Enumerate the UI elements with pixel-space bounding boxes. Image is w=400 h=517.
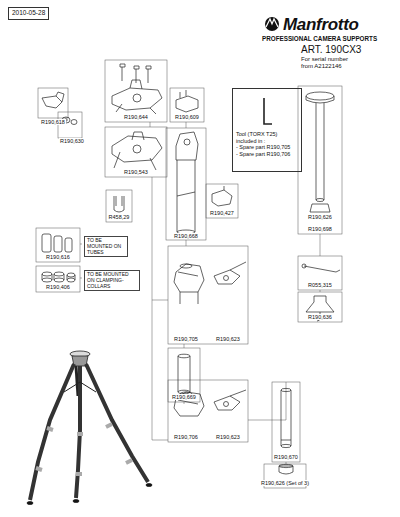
middle-tube — [178, 354, 190, 394]
box-heading: 2010-05-28 — [12, 9, 45, 17]
box-line: - Spare part R190,705 — [236, 144, 298, 151]
article-number: ART. 190CX3 — [300, 44, 362, 56]
leg-angle-body — [133, 145, 141, 153]
clamp-part — [176, 90, 198, 112]
torx-wrench — [264, 98, 272, 124]
logo-mark — [265, 17, 279, 31]
part-number: R190,644 — [123, 114, 149, 120]
part-number: R190,636 — [307, 314, 333, 320]
part-number: R190,618 — [40, 119, 66, 125]
leg-angle-body — [112, 132, 162, 170]
lock-part — [212, 186, 232, 206]
center-column — [306, 92, 334, 212]
upper-leg — [176, 132, 198, 234]
spring-clip — [114, 196, 124, 212]
head-plate — [112, 80, 162, 114]
box-line: - Spare part R190,706 — [236, 151, 298, 158]
part-number: R190,630 — [59, 138, 85, 144]
part-number: R190,669 — [171, 394, 197, 400]
part-number: R190,406 — [45, 284, 71, 290]
part-number: R458,29 — [108, 214, 131, 220]
hook-rod — [302, 264, 340, 272]
rubber-foot — [279, 464, 293, 474]
brand-logo: Manfrotto — [282, 15, 360, 35]
part-number: R190,427 — [209, 210, 235, 216]
part-number: R055,315 — [307, 282, 333, 288]
part-number: R190,626 (Set of 3) — [260, 480, 310, 486]
part-number: R190,698 — [307, 226, 333, 232]
tripod-illustration — [27, 351, 152, 505]
lever-part — [42, 92, 64, 108]
part-number: R190,670 — [273, 454, 299, 460]
part-number: R190,626 — [307, 214, 333, 220]
part-number: R190,668 — [173, 233, 199, 239]
part-number: R190,623 — [215, 434, 241, 440]
part-number: R190,616 — [45, 254, 71, 260]
tool-box: Tool (TORX T25) included in :- Spare par… — [232, 88, 302, 172]
part-number: R190,705 — [173, 336, 199, 342]
leg-lock-group — [174, 262, 246, 304]
leg-collars — [42, 234, 75, 282]
part-number: R190,543 — [123, 169, 149, 175]
part-number: R190,609 — [174, 114, 200, 120]
date-box: 2010-05-28 — [8, 7, 49, 20]
part-number: R190,623 — [215, 336, 241, 342]
mounting-note: TO BE MOUNTED ON TUBES — [84, 236, 128, 257]
head-plate — [133, 94, 141, 102]
brand-tagline: PROFESSIONAL CAMERA SUPPORTS — [261, 35, 378, 42]
mounting-note: TO BE MOUNTED ON CLAMPING-COLLARS — [84, 270, 140, 291]
part-number: R190,706 — [173, 434, 199, 440]
leader-lines — [80, 122, 320, 464]
hook-base — [306, 296, 334, 321]
lower-tube — [281, 388, 291, 447]
box-heading: Tool (TORX T25) included in : — [236, 131, 298, 144]
serial-note: For serial number from A2122146 — [300, 56, 362, 70]
